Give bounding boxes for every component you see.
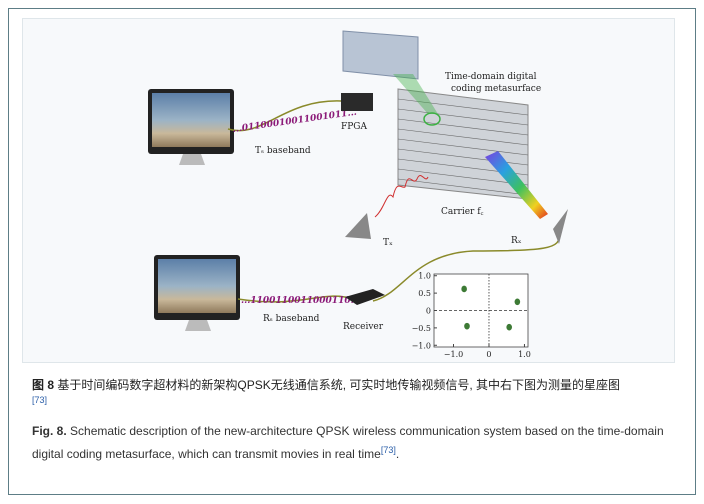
caption-cn-label: 图 8	[32, 378, 55, 392]
tx-label: Tₓ	[383, 238, 393, 248]
constellation-point	[461, 285, 467, 293]
rx-monitor	[154, 255, 240, 331]
caption-english: Fig. 8. Schematic description of the new…	[32, 422, 682, 464]
y-tick-label: −1.0	[412, 341, 431, 350]
caption-en-end: .	[395, 447, 400, 461]
zoom-beam	[393, 74, 438, 114]
fpga-board	[341, 93, 373, 111]
carrier-label: Carrier f꜀	[441, 207, 484, 217]
tx-monitor	[148, 89, 234, 165]
y-tick-label: 1.0	[418, 272, 431, 281]
rx-cable-2	[372, 233, 560, 302]
constellation-point	[464, 322, 470, 330]
fpga-label: FPGA	[341, 122, 367, 132]
constellation-point	[514, 298, 521, 306]
y-tick-label: 0	[426, 307, 431, 316]
rx-label: Rₓ	[511, 236, 522, 246]
tx-baseband-label: Tₛ baseband	[255, 146, 311, 156]
metasurface-inset	[342, 30, 419, 80]
reflected-beam	[485, 151, 548, 219]
receiver-label: Receiver	[343, 322, 384, 332]
tx-cable	[227, 100, 342, 132]
constellation-plot: −1.0 0 1.0 1.0 0.5 0 −0.5 −1.0	[412, 272, 531, 359]
rx-cable-1	[237, 295, 354, 303]
caption-en-reference-link[interactable]: [73]	[380, 445, 396, 455]
tx-horn	[345, 213, 371, 239]
metasurface-label-2: coding metasurface	[451, 84, 541, 94]
receiver-box	[345, 289, 385, 305]
carrier-wave	[374, 174, 429, 218]
x-tick-label: 0	[486, 350, 491, 359]
caption-en-label: Fig. 8.	[32, 424, 67, 438]
rx-horn	[553, 209, 568, 244]
caption-chinese: 图 8 基于时间编码数字超材料的新架构QPSK无线通信系统, 可实时地传输视频信…	[32, 378, 682, 408]
figure-image: ...01100010011001011... ...1100110011000…	[22, 18, 675, 363]
x-tick-label: −1.0	[444, 350, 463, 359]
constellation-point	[506, 323, 512, 331]
y-tick-label: 0.5	[418, 289, 431, 298]
tx-bitstream: ...01100010011001011...	[232, 108, 357, 135]
caption-en-text: Schematic description of the new-archite…	[32, 424, 664, 461]
metasurface	[397, 88, 529, 200]
schematic-illustration: ...01100010011001011... ...1100110011000…	[148, 30, 568, 359]
caption-cn-text: 基于时间编码数字超材料的新架构QPSK无线通信系统, 可实时地传输视频信号, 其…	[57, 378, 621, 392]
figure-frame	[8, 8, 696, 495]
y-tick-label: −0.5	[412, 324, 431, 333]
caption-cn-reference-link[interactable]: [73]	[32, 395, 48, 405]
metasurface-label-1: Time-domain digital	[445, 72, 537, 82]
x-tick-label: 1.0	[518, 350, 531, 359]
rx-baseband-label: Rₛ baseband	[263, 314, 320, 324]
rx-bitstream: ...1100110011000110...	[241, 296, 360, 306]
